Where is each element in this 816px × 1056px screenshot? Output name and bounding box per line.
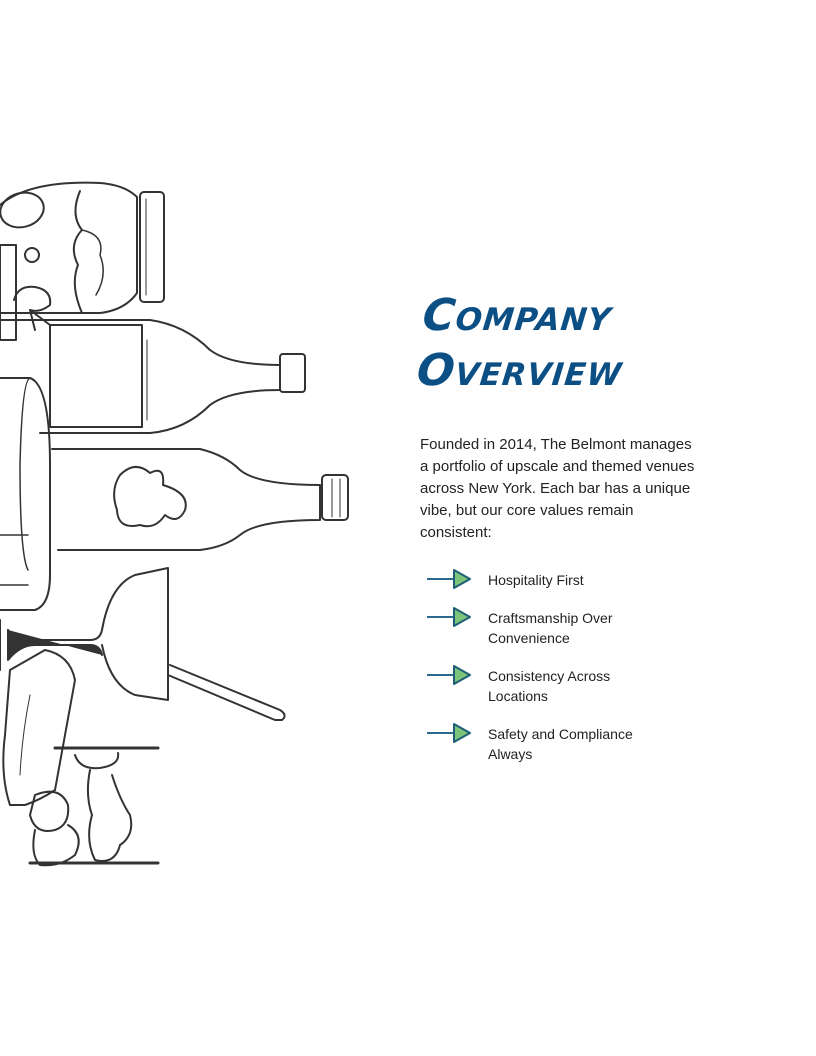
list-item: Consistency Across Locations [420,665,720,706]
intro-paragraph: Founded in 2014, The Belmont manages a p… [420,436,695,541]
arrow-right-icon [427,607,471,627]
list-item: Hospitality First [420,569,720,590]
company-overview-section: Company Overview Founded in 2014, The Be… [414,288,720,782]
title-line-2: Overview [414,345,626,396]
arrow-right-icon [427,665,471,685]
value-label: Safety and Compliance Always [488,726,633,762]
value-label: Consistency Across Locations [488,668,611,704]
title-line-1: Company [420,290,615,341]
arrow-right-icon [427,723,471,743]
list-item: Safety and Compliance Always [420,723,720,764]
value-label: Hospitality First [488,572,584,588]
arrow-right-icon [427,569,471,589]
value-label: Craftsmanship Over Convenience [488,610,613,646]
list-item: Craftsmanship Over Convenience [420,607,720,648]
bar-illustration [0,175,360,875]
page-title: Company Overview [414,288,726,398]
core-values-list: Hospitality First Craftsmanship Over Con… [420,569,720,764]
